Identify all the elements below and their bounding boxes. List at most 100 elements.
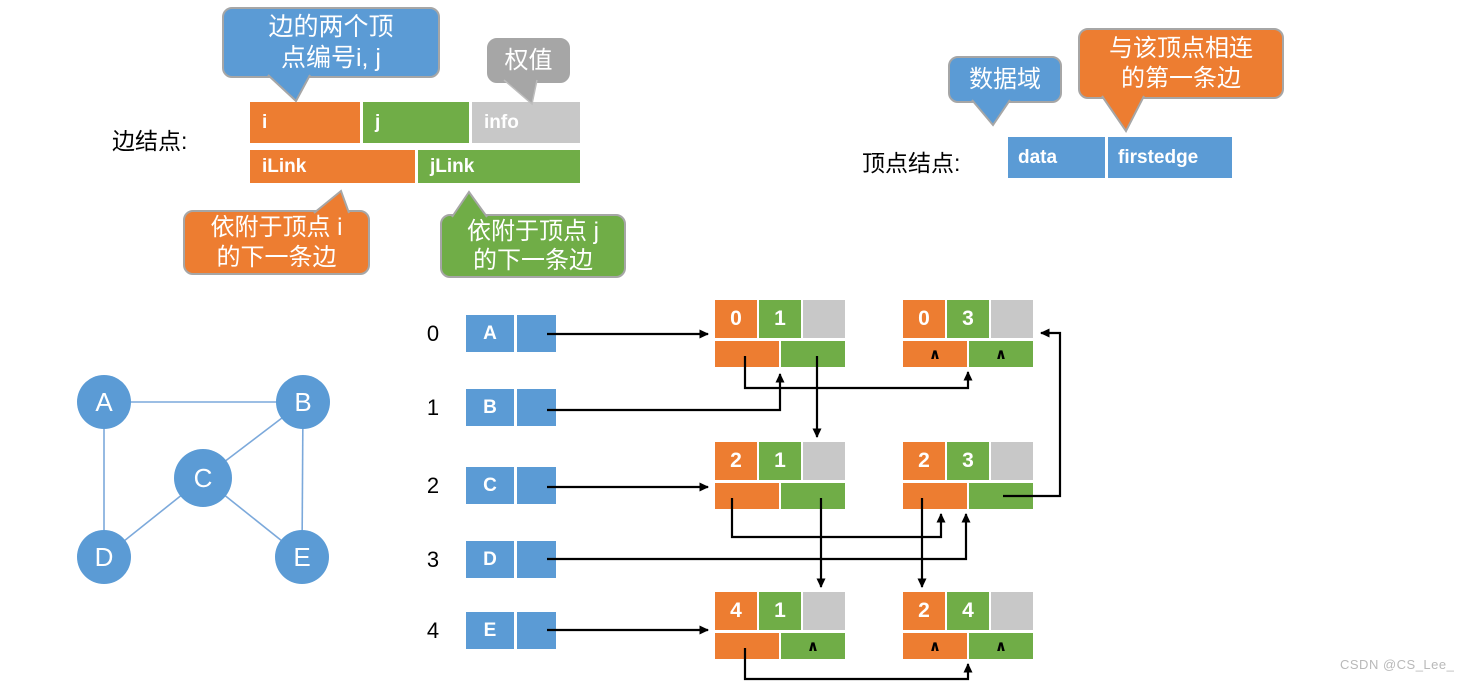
graph-vertex-label: A [95, 387, 113, 417]
edge-j-cell: 3 [947, 442, 989, 480]
vertex-index-4: 4 [426, 617, 440, 643]
arrow-vertex1-to-edge01 [547, 373, 785, 412]
callout-weight: 权值 [487, 38, 570, 83]
graph-edge-B-C [202, 401, 304, 479]
vertex-firstedge-cell [517, 389, 556, 426]
callout-tail [1101, 95, 1145, 133]
callout-first-edge: 与该顶点相连 的第一条边 [1078, 28, 1284, 99]
edge-node-struct-label: 边结点: [112, 128, 188, 154]
graph-edge-C-D [103, 477, 204, 558]
callout-line: 点编号i, j [280, 43, 381, 72]
vertex-box-E: E [466, 612, 556, 649]
edge-node-0-1: 0 1 [715, 300, 845, 368]
struct-cell-jlink: jLink [418, 150, 580, 183]
edge-i-cell: 2 [903, 592, 945, 630]
struct-cell-info: info [472, 102, 580, 143]
edge-ilink-cell [715, 483, 779, 509]
edge-node-2-3: 2 3 [903, 442, 1033, 510]
vertex-firstedge-cell [517, 315, 556, 352]
vertex-data-cell: C [466, 467, 514, 504]
callout-next-edge-i: 依附于顶点 i 的下一条边 [183, 210, 370, 275]
arrow-vertex3-to-edge23 [547, 513, 971, 561]
edge-node-0-3: 0 3 ∧ ∧ [903, 300, 1033, 368]
vertex-box-A: A [466, 315, 556, 352]
edge-j-cell: 3 [947, 300, 989, 338]
edge-node-4-1: 4 1 ∧ [715, 592, 845, 660]
graph-edge-C-E [202, 477, 303, 558]
struct-cell-i: i [250, 102, 360, 143]
callout-data-field: 数据域 [948, 56, 1062, 103]
edge-info-cell [991, 592, 1033, 630]
vertex-firstedge-cell [517, 612, 556, 649]
struct-cell-j: j [363, 102, 469, 143]
callout-line: 的下一条边 [216, 243, 337, 271]
edge-info-cell [991, 442, 1033, 480]
edge-ilink-cell: ∧ [903, 633, 967, 659]
callout-line: 边的两个顶 [268, 13, 394, 41]
vertex-firstedge-cell [517, 541, 556, 578]
vertex-index-1: 1 [426, 394, 440, 420]
edge-node-2-4: 2 4 ∧ ∧ [903, 592, 1033, 660]
callout-tail [267, 74, 311, 103]
callout-edge-vertices: 边的两个顶 点编号i, j [222, 7, 440, 78]
struct-cell-firstedge: firstedge [1108, 137, 1232, 178]
graph-vertices: A B C D E [77, 375, 330, 584]
callout-next-edge-j: 依附于顶点 j 的下一条边 [440, 214, 626, 278]
graph-vertex-label: B [294, 387, 311, 417]
edge-i-cell: 0 [715, 300, 757, 338]
edge-jlink-cell [781, 483, 845, 509]
edge-i-cell: 2 [715, 442, 757, 480]
edge-ilink-cell [903, 483, 967, 509]
graph-edges [103, 401, 304, 558]
vertex-data-cell: B [466, 389, 514, 426]
edge-i-cell: 2 [903, 442, 945, 480]
callout-line: 的下一条边 [473, 247, 593, 274]
edge-ilink-cell [715, 341, 779, 367]
callout-line: 数据域 [969, 65, 1041, 93]
vertex-data-cell: E [466, 612, 514, 649]
edge-node-2-1: 2 1 [715, 442, 845, 510]
edge-ilink-cell [715, 633, 779, 659]
edge-info-cell [803, 592, 845, 630]
graph-vertex-label: C [194, 463, 213, 493]
vertex-index-2: 2 [426, 472, 440, 498]
callout-line: 权值 [504, 46, 553, 74]
callout-line: 的第一条边 [1121, 64, 1241, 92]
edge-jlink-cell: ∧ [969, 633, 1033, 659]
edge-info-cell [803, 442, 845, 480]
graph-vertex-label: D [95, 542, 114, 572]
vertex-firstedge-cell [517, 467, 556, 504]
edge-j-cell: 4 [947, 592, 989, 630]
vertex-node-struct-label: 顶点结点: [862, 150, 961, 176]
watermark: CSDN @CS_Lee_ [1340, 657, 1455, 672]
graph-vertex-label: E [293, 542, 310, 572]
edge-info-cell [803, 300, 845, 338]
callout-tail [971, 99, 1011, 127]
vertex-box-D: D [466, 541, 556, 578]
graph-vertex-D [77, 530, 131, 584]
vertex-index-0: 0 [426, 320, 440, 346]
struct-cell-ilink: iLink [250, 150, 415, 183]
edge-info-cell [991, 300, 1033, 338]
edge-jlink-cell: ∧ [969, 341, 1033, 367]
callout-line: 与该顶点相连 [1109, 35, 1253, 63]
graph-vertex-E [275, 530, 329, 584]
edge-ilink-cell: ∧ [903, 341, 967, 367]
graph-vertex-A [77, 375, 131, 429]
vertex-data-cell: D [466, 541, 514, 578]
struct-cell-data: data [1008, 137, 1105, 178]
callout-tail [503, 79, 538, 106]
edge-j-cell: 1 [759, 442, 801, 480]
graph-vertex-C [174, 449, 232, 507]
callout-line: 依附于顶点 j [467, 217, 599, 245]
edge-jlink-cell: ∧ [781, 633, 845, 659]
edge-jlink-cell [781, 341, 845, 367]
edge-i-cell: 4 [715, 592, 757, 630]
graph-vertex-B [276, 375, 330, 429]
edge-j-cell: 1 [759, 300, 801, 338]
vertex-box-B: B [466, 389, 556, 426]
vertex-box-C: C [466, 467, 556, 504]
callout-line: 依附于顶点 i [210, 214, 343, 242]
edge-jlink-cell [969, 483, 1033, 509]
